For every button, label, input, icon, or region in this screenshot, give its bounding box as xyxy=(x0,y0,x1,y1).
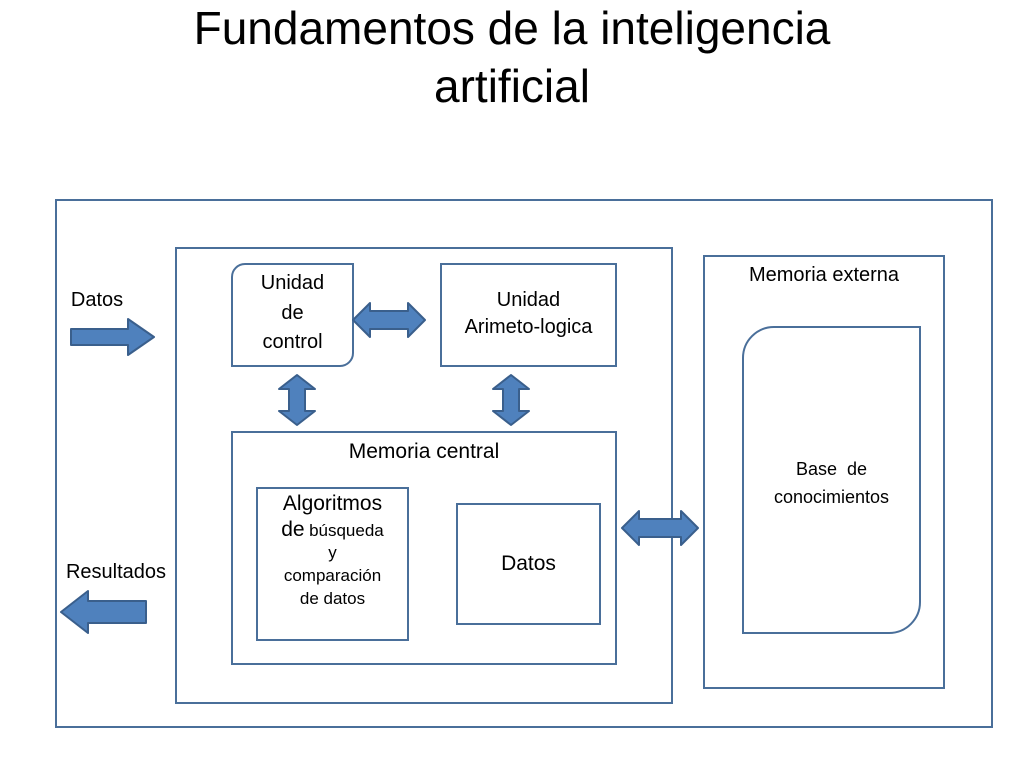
control-unit-line-3: control xyxy=(262,331,323,354)
alu-line-1: Unidad xyxy=(496,289,561,311)
algorithms-line-2a: de xyxy=(281,517,305,541)
control-unit-box xyxy=(231,263,354,367)
slide-title: Fundamentos de la inteligencia artificia… xyxy=(0,0,1024,115)
knowledge-base-line-1: Base de xyxy=(795,459,868,479)
output-arrow-left-icon xyxy=(60,590,147,634)
algorithms-line-4: comparación xyxy=(283,566,382,586)
data-box xyxy=(456,503,601,625)
knowledge-base-line-2: conocimientos xyxy=(773,486,890,507)
control-unit-line-2: de xyxy=(281,301,304,324)
control-unit-label: Unidad de control xyxy=(231,272,354,355)
output-results-label: Resultados xyxy=(65,561,167,583)
memory-external-double-arrow-icon xyxy=(621,510,699,546)
knowledge-base-label: Base de conocimientos xyxy=(742,456,921,512)
algorithms-line-3: y xyxy=(328,542,337,562)
alu-label: Unidad Arimeto-logica xyxy=(440,287,617,341)
slide-title-line-1: Fundamentos de la inteligencia xyxy=(193,2,831,54)
control-alu-double-arrow-icon xyxy=(352,302,426,338)
data-box-label: Datos xyxy=(501,552,556,575)
alu-memory-double-arrow-icon xyxy=(492,374,530,426)
central-memory-label: Memoria central xyxy=(348,440,500,463)
algorithms-box xyxy=(256,487,409,641)
external-memory-label: Memoria externa xyxy=(748,264,900,286)
algorithms-line-5: de datos xyxy=(299,588,366,608)
algorithms-label: Algoritmos de búsqueda y comparación de … xyxy=(256,492,409,610)
knowledge-base-box xyxy=(742,326,921,634)
input-data-label: Datos xyxy=(70,289,124,311)
slide-title-line-2: artificial xyxy=(434,59,590,112)
control-memory-double-arrow-icon xyxy=(278,374,316,426)
input-arrow-right-icon xyxy=(70,318,155,356)
control-unit-line-1: Unidad xyxy=(260,272,325,294)
alu-box xyxy=(440,263,617,367)
alu-line-2: Arimeto-logica xyxy=(464,316,593,338)
algorithms-line-2b: búsqueda xyxy=(309,520,384,540)
algorithms-line-1: Algoritmos xyxy=(282,492,383,515)
